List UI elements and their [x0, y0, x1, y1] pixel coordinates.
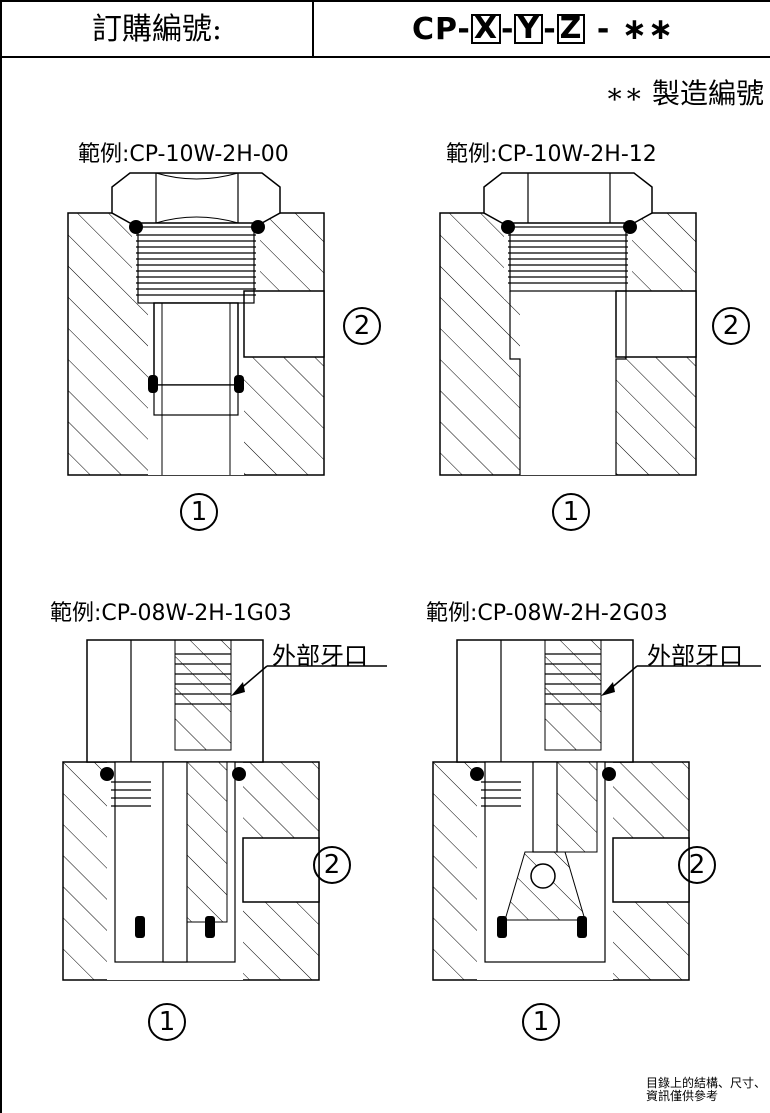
manufacturer-number-note: ∗∗ 製造編號	[605, 77, 764, 110]
port-2-marker-ex4: 2	[678, 846, 716, 884]
order-code-header: 訂購編號: CP-X-Y-Z - ∗∗	[0, 0, 770, 58]
disclaimer-line-1: 目錄上的結構、尺寸、	[645, 1076, 766, 1090]
hex-nut	[111, 172, 281, 224]
external-thread-label-ex3: 外部牙口	[272, 642, 368, 670]
code-y-box: Y	[514, 14, 544, 44]
thread-cavity	[132, 213, 260, 299]
port-1-marker-ex4: 1	[522, 1003, 560, 1041]
o-ring-left	[129, 220, 143, 234]
side-port-cavity	[243, 290, 325, 358]
example-4-label: 範例:CP-08W-2H-2G03	[426, 601, 668, 626]
port-2-marker-ex3: 2	[313, 846, 351, 884]
port-2-marker-ex2: 2	[712, 307, 750, 345]
header-divider	[312, 2, 314, 58]
code-prefix: CP-	[411, 12, 471, 47]
cartridge-diagram-4	[432, 639, 761, 981]
disclaimer-line-2: 資訊僅供參考	[645, 1089, 718, 1103]
external-thread-label-ex4: 外部牙口	[647, 642, 743, 670]
cartridge-diagram-1	[67, 172, 325, 476]
order-code-pattern: CP-X-Y-Z - ∗∗	[314, 2, 770, 58]
port-1-marker-ex3: 1	[148, 1003, 186, 1041]
example-3-label: 範例:CP-08W-2H-1G03	[50, 601, 292, 626]
example-2-label: 範例:CP-10W-2H-12	[446, 142, 657, 167]
threads	[136, 234, 256, 296]
hex-nut	[483, 172, 653, 224]
cartridge-diagram-3	[62, 639, 387, 981]
order-code-label: 訂購編號:	[91, 12, 223, 47]
port-2-marker-ex1: 2	[343, 307, 381, 345]
port-1-marker-ex1: 1	[180, 493, 218, 531]
cartridge-diagram-2	[439, 172, 697, 476]
o-ring-right	[251, 220, 265, 234]
disclaimer-note: 目錄上的結構、尺寸、 資訊僅供參考	[646, 1077, 766, 1103]
cartridge-body	[153, 302, 239, 386]
spool	[162, 761, 188, 963]
code-sep-1: -	[501, 12, 515, 47]
port-1-marker-ex2: 1	[552, 493, 590, 531]
code-z-box: Z	[556, 14, 586, 44]
example-1-label: 範例:CP-10W-2H-00	[78, 142, 289, 167]
code-sep-2: -	[543, 12, 557, 47]
check-ball	[530, 863, 556, 889]
code-suffix: - ∗∗	[585, 12, 675, 47]
code-x-box: X	[470, 14, 502, 44]
